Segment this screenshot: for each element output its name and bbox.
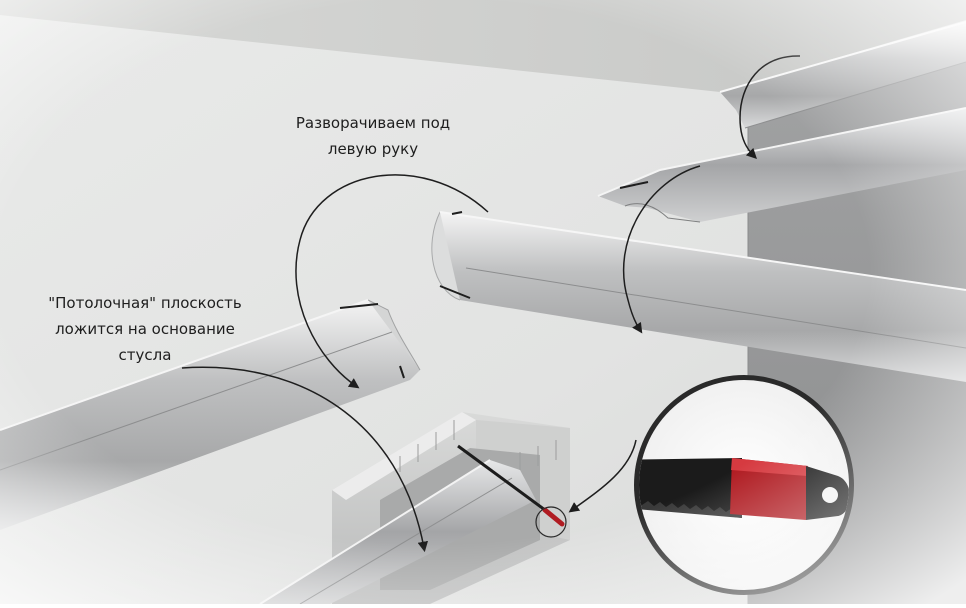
- caption-ceiling-line1: "Потолочная" плоскость: [48, 294, 242, 312]
- caption-rotate-line1: Разворачиваем под: [295, 114, 451, 132]
- caption-ceiling-line3: стусла: [118, 346, 172, 364]
- caption-ceiling-line2: ложится на основание: [55, 320, 235, 338]
- caption-rotate-left-hand: Разворачиваем под левую руку: [268, 110, 478, 162]
- caption-rotate-line2: левую руку: [327, 140, 419, 158]
- caption-ceiling-plane: "Потолочная" плоскость ложится на основа…: [20, 290, 270, 368]
